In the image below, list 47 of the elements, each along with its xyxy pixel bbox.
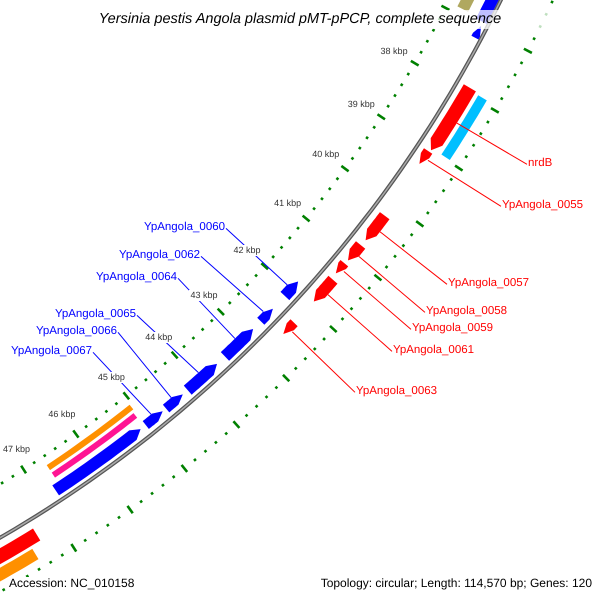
scale-label: 42 kbp — [232, 245, 262, 256]
gene-label: YpAngola_0062 — [119, 250, 200, 262]
gene-label: YpAngola_0058 — [426, 306, 507, 318]
scale-label: 40 kbp — [311, 149, 340, 160]
gene-label: YpAngola_0055 — [502, 200, 583, 212]
gene-label: YpAngola_0063 — [356, 386, 437, 398]
gene-segment — [220, 329, 254, 361]
footer-text: Topology: circular; Length: 114,570 bp; Genes: 120 — [320, 577, 592, 589]
gene-segment — [419, 148, 432, 164]
gene-segment — [430, 84, 476, 150]
gene-label: YpAngola_0064 — [96, 272, 177, 284]
leader-line — [358, 256, 426, 313]
gene-segment — [336, 260, 348, 274]
leader-line — [456, 122, 528, 165]
leader-line — [343, 271, 412, 330]
scale-label: 43 kbp — [189, 290, 218, 301]
gene-segment — [366, 212, 390, 240]
gene-label: YpAngola_0059 — [412, 323, 493, 334]
leader-line — [118, 332, 172, 398]
gene-label: YpAngola_0067 — [11, 346, 92, 358]
scale-label: 38 kbp — [380, 46, 409, 57]
gene-segment — [314, 276, 338, 302]
gene-segment — [280, 282, 298, 300]
scale-label: 41 kbp — [273, 198, 302, 210]
gene-label: YpAngola_0061 — [393, 345, 474, 356]
scale-label: 46 kbp — [47, 409, 76, 420]
gene-segment — [348, 241, 366, 260]
leader-line — [327, 294, 392, 352]
gene-segment — [162, 394, 183, 412]
leader-line — [379, 231, 448, 285]
footer-text: Accession: NC_010158 — [9, 577, 134, 589]
gene-segment — [283, 319, 298, 334]
gene-segment — [184, 364, 217, 395]
gene-label: nrdB — [528, 158, 552, 170]
scale-label: 47 kbp — [2, 444, 32, 456]
gene-label: YpAngola_0065 — [55, 309, 136, 320]
scale-label: 44 kbp — [144, 332, 174, 344]
gene-segment — [257, 308, 273, 325]
leader-line — [292, 331, 356, 393]
gene-label: YpAngola_0060 — [144, 222, 225, 234]
leader-line — [200, 256, 264, 312]
gene-segment — [142, 411, 163, 429]
gene-label: YpAngola_0057 — [448, 278, 529, 290]
scale-label: 39 kbp — [346, 98, 376, 110]
leader-line — [427, 160, 502, 207]
gene-label: YpAngola_0066 — [36, 326, 117, 338]
scale-label: 45 kbp — [96, 372, 126, 384]
